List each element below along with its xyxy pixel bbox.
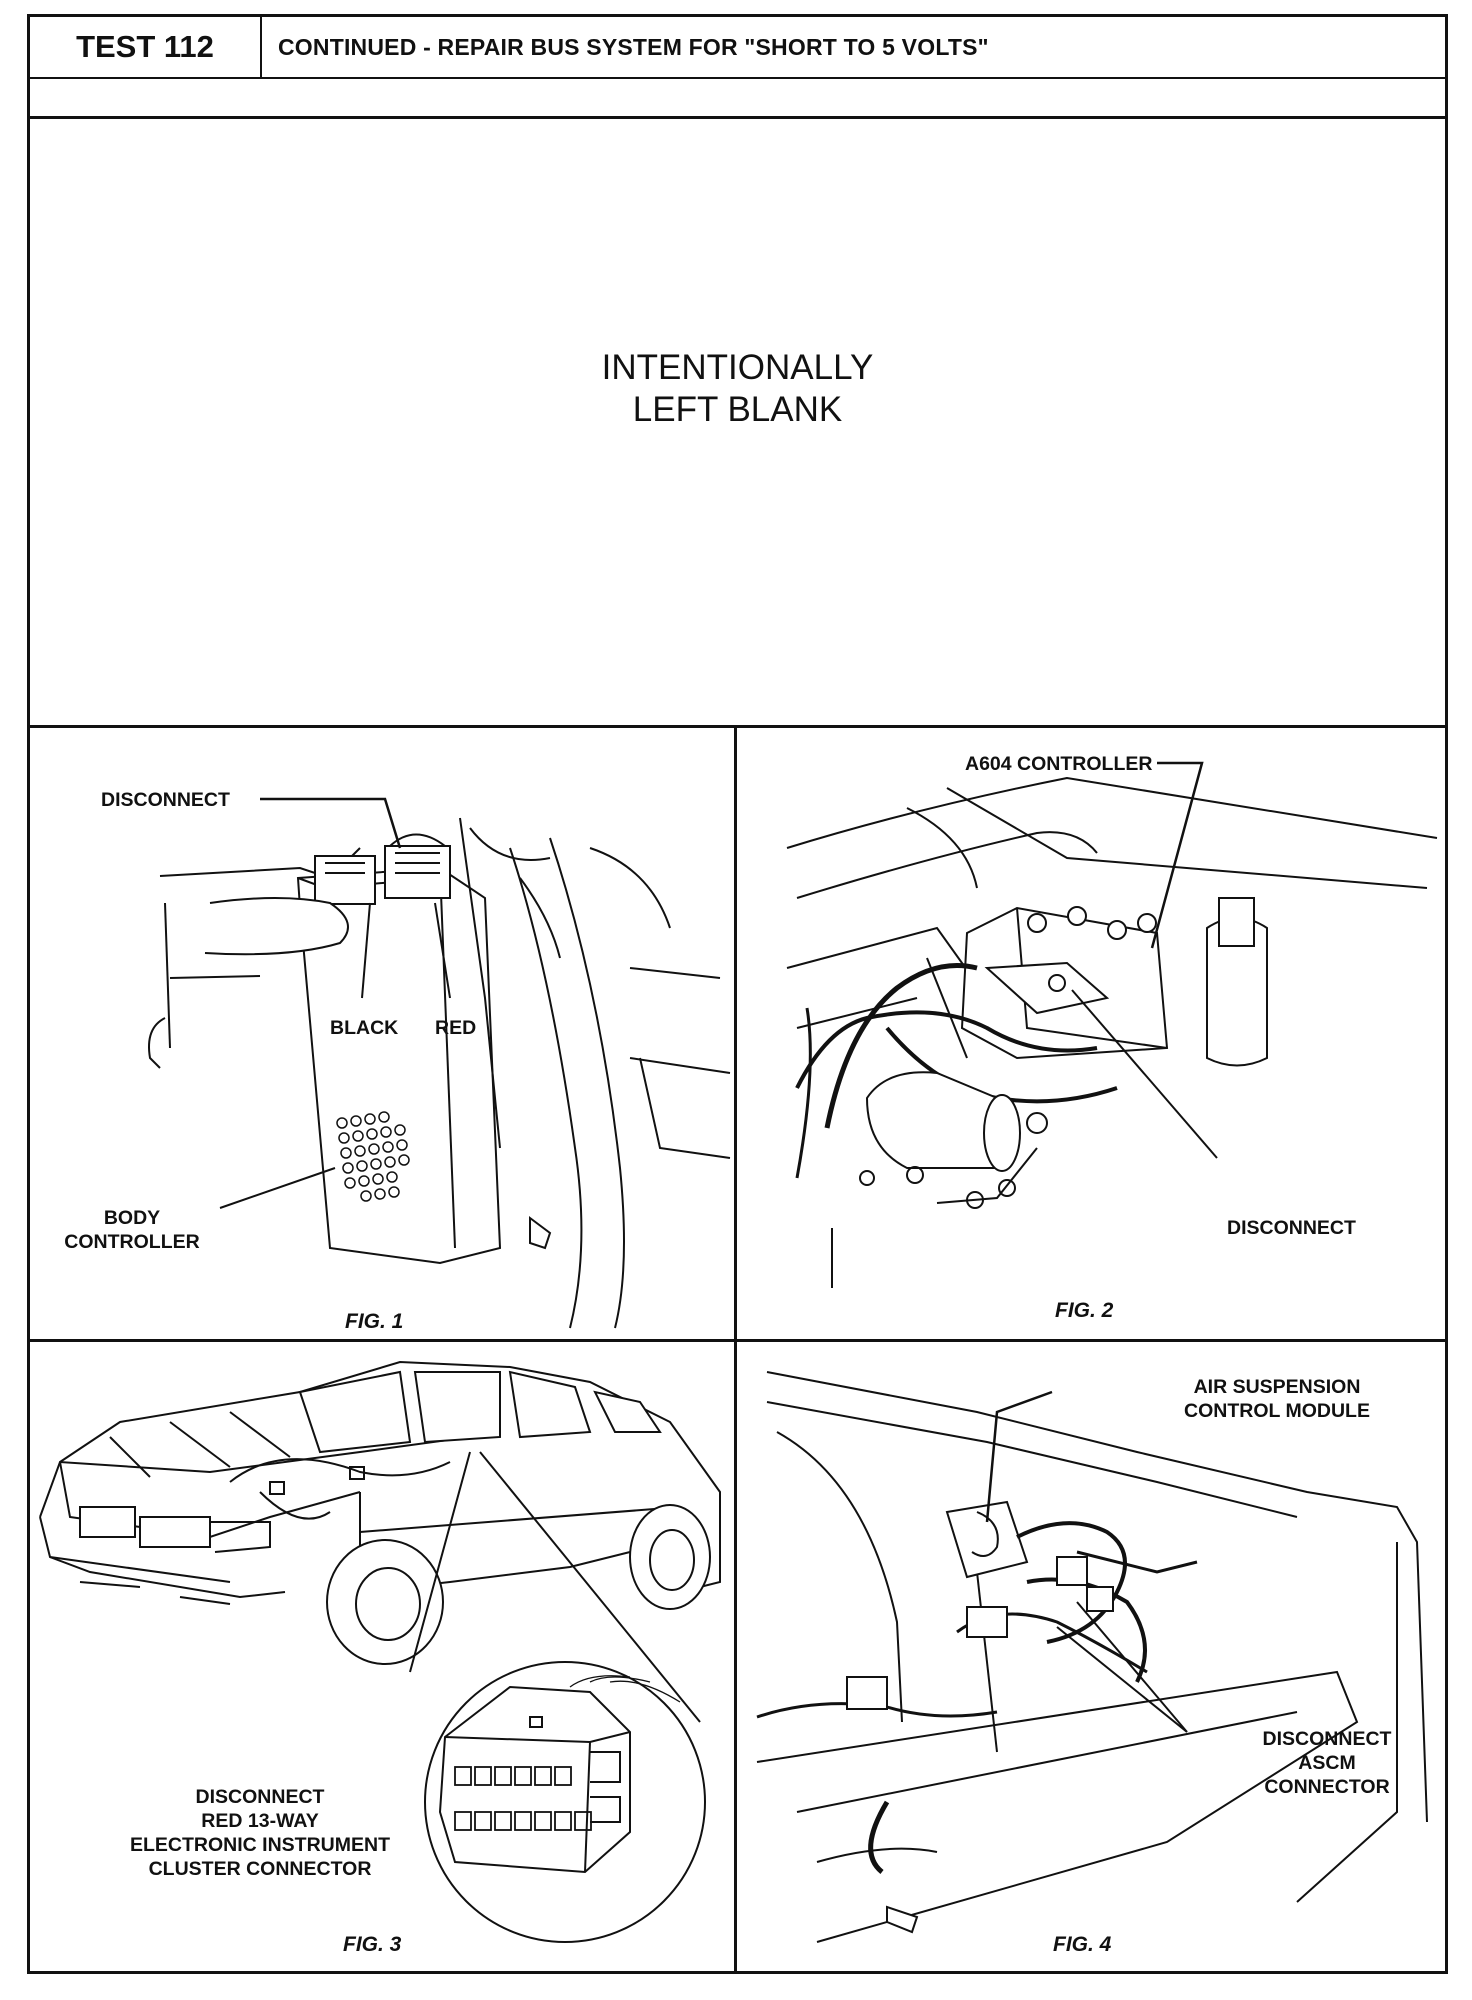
fig1-red-label: RED [435, 1017, 477, 1039]
ascm-connector-illustration [756, 1371, 1428, 1943]
header-row: TEST 112 CONTINUED - REPAIR BUS SYSTEM F… [30, 17, 1445, 79]
fig4-caption: FIG. 4 [1053, 1933, 1112, 1956]
fig3-disconnect-label: DISCONNECT RED 13-WAY ELECTRONIC INSTRUM… [120, 1785, 400, 1881]
fig1-caption: FIG. 1 [345, 1310, 404, 1333]
fig2-disconnect-label: DISCONNECT [1227, 1217, 1356, 1239]
fig1-body-controller-line2: CONTROLLER [64, 1231, 200, 1253]
figure-1-panel: DISCONNECT BLACK RED BODY CONTROLLER FIG… [30, 728, 734, 1339]
vehicle-cluster-connector-illustration [39, 1360, 721, 1943]
fig2-caption: FIG. 2 [1055, 1299, 1114, 1322]
fig4-disconnect-line1: DISCONNECT [1262, 1728, 1392, 1750]
fig1-body-controller-line1: BODY [103, 1207, 161, 1229]
fig4-module-line2: CONTROL MODULE [1184, 1400, 1370, 1422]
figure-3-panel: DISCONNECT RED 13-WAY ELECTRONIC INSTRUM… [30, 1342, 734, 1974]
grid-divider-vertical [734, 728, 737, 1974]
body-controller-illustration [148, 797, 731, 1329]
fig3-line3: ELECTRONIC INSTRUMENT [130, 1834, 390, 1856]
fig1-disconnect-label: DISCONNECT [101, 789, 230, 811]
fig4-disconnect-line2: ASCM [1298, 1752, 1356, 1774]
fig4-disconnect-line3: CONNECTOR [1264, 1776, 1390, 1798]
blank-notice-line1: INTENTIONALLY [601, 348, 874, 387]
page-frame: TEST 112 CONTINUED - REPAIR BUS SYSTEM F… [27, 14, 1448, 1974]
fig1-body-controller-label: BODY CONTROLLER [57, 1206, 207, 1254]
test-number: TEST 112 [30, 17, 262, 77]
fig4-module-line1: AIR SUSPENSION [1193, 1376, 1361, 1398]
blank-notice: INTENTIONALLY LEFT BLANK [30, 347, 1445, 431]
subheader-row [30, 79, 1445, 119]
fig3-caption: FIG. 3 [343, 1933, 402, 1956]
figure-4-panel: AIR SUSPENSION CONTROL MODULE DISCONNECT… [737, 1342, 1448, 1974]
a604-controller-illustration [786, 761, 1438, 1288]
fig4-module-label: AIR SUSPENSION CONTROL MODULE [1162, 1375, 1392, 1423]
fig3-line1: DISCONNECT [195, 1786, 325, 1808]
fig3-line4: CLUSTER CONNECTOR [148, 1858, 372, 1880]
test-title: CONTINUED - REPAIR BUS SYSTEM FOR "SHORT… [278, 34, 989, 60]
fig3-line2: RED 13-WAY [201, 1810, 319, 1832]
blank-section: INTENTIONALLY LEFT BLANK [30, 119, 1445, 728]
fig4-disconnect-label: DISCONNECT ASCM CONNECTOR [1247, 1727, 1407, 1799]
grid-divider-horizontal [30, 1339, 1445, 1342]
blank-notice-line2: LEFT BLANK [632, 390, 843, 429]
figure-2-panel: A604 CONTROLLER DISCONNECT FIG. 2 [737, 728, 1448, 1339]
fig2-a604-controller-label: A604 CONTROLLER [965, 753, 1153, 775]
fig1-black-label: BLACK [330, 1017, 399, 1039]
